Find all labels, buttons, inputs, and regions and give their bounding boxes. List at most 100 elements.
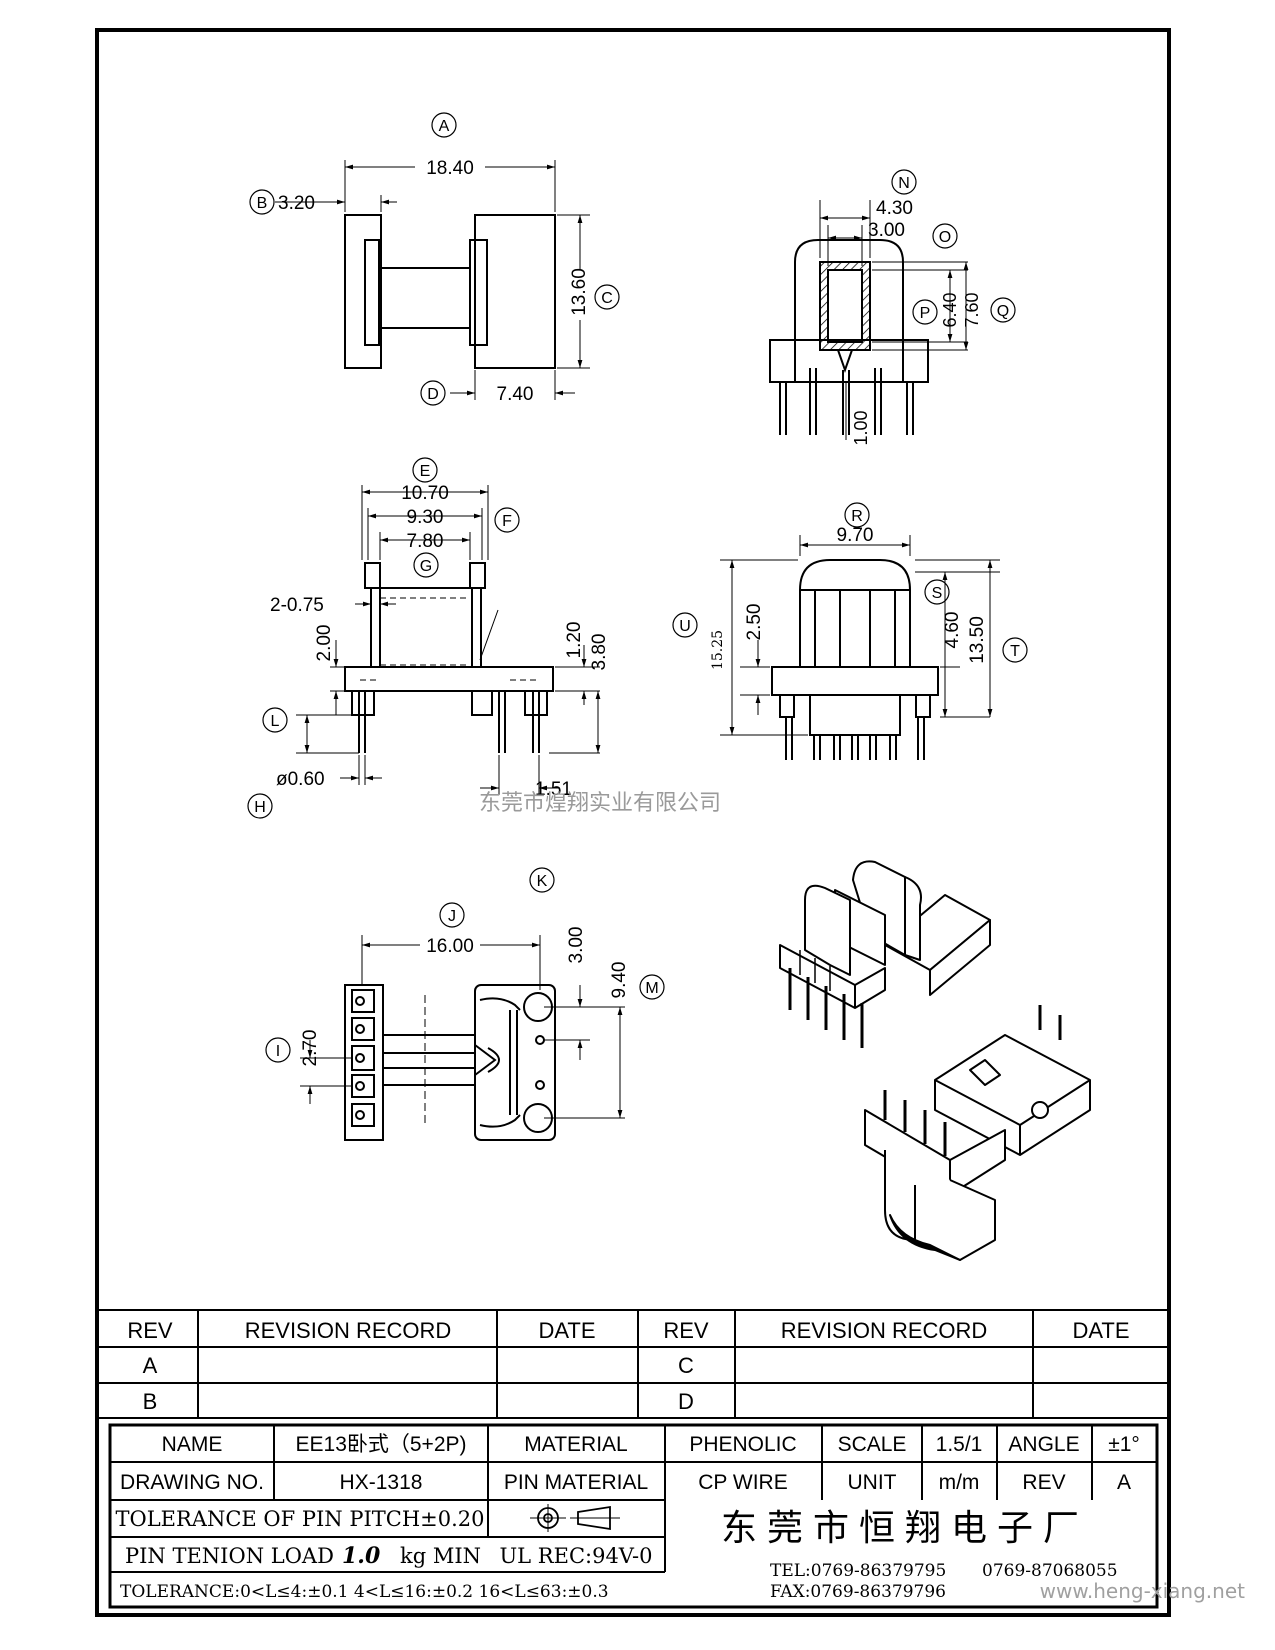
- dim-9-40: 9.40: [609, 962, 630, 999]
- label-r: R: [851, 508, 863, 525]
- view-e-labels: K J 16.00 3.00 9.40 M I 2.70: [265, 867, 665, 1067]
- unit-value: m/m: [939, 1471, 980, 1494]
- rev-header-2: REV: [663, 1318, 709, 1343]
- revision-table: REV REVISION RECORD DATE REV REVISION RE…: [97, 1309, 1169, 1419]
- rev-label: REV: [1022, 1471, 1065, 1494]
- label-q: Q: [997, 303, 1009, 320]
- dim-13-60: 13.60: [569, 268, 590, 316]
- view-c-front: [296, 485, 601, 795]
- label-u: U: [679, 618, 691, 635]
- material-label: MATERIAL: [524, 1433, 627, 1456]
- dim-7-80: 7.80: [407, 531, 444, 552]
- dim-2-0-75: 2-0.75: [270, 595, 324, 616]
- rev-value: A: [1117, 1471, 1131, 1494]
- drawing-no-label: DRAWING NO.: [120, 1471, 264, 1494]
- isometric-view-top: [779, 860, 991, 1048]
- pin-material-label: PIN MATERIAL: [504, 1471, 648, 1494]
- tolerance-pin-pitch: TOLERANCE OF PIN PITCH±0.20: [115, 1507, 484, 1531]
- pin-material-value: CP WIRE: [698, 1471, 787, 1494]
- dim-10-70: 10.70: [401, 483, 449, 504]
- dim-1-20: 1.20: [564, 622, 585, 659]
- view-a-labels: A 18.40 B 3.20 13.60 C D 7.40: [249, 112, 620, 406]
- label-o: O: [939, 229, 951, 246]
- dim-3-20: 3.20: [278, 193, 315, 214]
- dim-3-00-bottom: 3.00: [566, 927, 587, 964]
- label-m: M: [645, 980, 658, 997]
- dim-18-40: 18.40: [426, 158, 474, 179]
- pin-tension-suffix: kg MIN: [400, 1544, 481, 1568]
- rev-row-a: A: [143, 1353, 158, 1378]
- label-l: L: [271, 713, 280, 730]
- name-value: EE13卧式（5+2P): [296, 1433, 467, 1456]
- dim-2-00: 2.00: [314, 625, 335, 662]
- label-n: N: [898, 175, 910, 192]
- view-a-top: [275, 160, 590, 400]
- dim-9-30: 9.30: [407, 507, 444, 528]
- label-i: I: [276, 1043, 280, 1060]
- company-fax: FAX:0769-86379796: [770, 1582, 946, 1602]
- scale-label: SCALE: [838, 1433, 907, 1456]
- label-c: C: [601, 290, 613, 307]
- company-tel: TEL:0769-86379795: [770, 1561, 946, 1581]
- dim-1-00: 1.00: [851, 410, 871, 445]
- website-watermark: www.heng-xiang.net: [1040, 1579, 1246, 1603]
- rev-row-c: C: [678, 1353, 694, 1378]
- dim-4-60: 4.60: [942, 612, 963, 649]
- isometric-view-bottom: [864, 1005, 1091, 1261]
- label-a: A: [439, 118, 450, 135]
- dim-dia-0-60: ø0.60: [276, 769, 325, 790]
- dim-7-60: 7.60: [962, 292, 982, 327]
- rev-row-b: B: [143, 1389, 158, 1414]
- label-b: B: [257, 195, 268, 212]
- company-tel-2: 0769-87068055: [982, 1561, 1118, 1581]
- dim-2-70: 2.70: [300, 1030, 321, 1067]
- label-d: D: [427, 386, 439, 403]
- material-value: PHENOLIC: [689, 1433, 796, 1456]
- sheet-border: [95, 28, 1171, 1617]
- label-p: P: [920, 305, 931, 322]
- angle-label: ANGLE: [1008, 1433, 1079, 1456]
- dim-13-50: 13.50: [967, 616, 988, 664]
- dim-3-80: 3.80: [589, 634, 610, 671]
- rev-row-d: D: [678, 1389, 694, 1414]
- tolerance-general: TOLERANCE:0<L≤4:±0.1 4<L≤16:±0.2 16<L≤63…: [120, 1582, 609, 1602]
- company-name: 东莞市恒翔电子厂: [721, 1508, 1089, 1549]
- pin-tension-prefix: PIN TENION LOAD: [125, 1544, 334, 1568]
- label-s: S: [932, 585, 943, 602]
- label-t: T: [1010, 643, 1020, 660]
- view-b-side: [769, 200, 969, 440]
- dim-3-00: 3.00: [868, 220, 905, 241]
- dim-9-70: 9.70: [837, 525, 874, 546]
- view-b-labels: N 4.30 3.00 O P 6.40 7.60 Q 1.00: [851, 169, 1016, 446]
- revision-record-header-2: REVISION RECORD: [781, 1318, 988, 1343]
- name-label: NAME: [162, 1433, 223, 1456]
- view-d-elevation: [720, 535, 1000, 760]
- view-e-bottom: [300, 935, 625, 1141]
- label-e: E: [420, 463, 431, 480]
- label-j: J: [448, 908, 456, 925]
- rev-header-1: REV: [127, 1318, 173, 1343]
- drawing-no-value: HX-1318: [340, 1471, 423, 1494]
- view-d-labels: R 9.70 S 4.60 13.50 T U 15.25 2.50: [672, 502, 1028, 670]
- scale-value: 1.5/1: [936, 1433, 983, 1456]
- date-header-2: DATE: [1072, 1318, 1129, 1343]
- label-h: H: [254, 799, 266, 816]
- revision-record-header-1: REVISION RECORD: [245, 1318, 452, 1343]
- label-f: F: [502, 513, 512, 530]
- label-g: G: [420, 558, 432, 575]
- unit-label: UNIT: [848, 1471, 897, 1494]
- dim-15-25: 15.25: [710, 630, 726, 670]
- angle-value: ±1°: [1108, 1433, 1140, 1456]
- dim-6-40: 6.40: [940, 292, 960, 327]
- date-header-1: DATE: [538, 1318, 595, 1343]
- dim-7-40: 7.40: [497, 384, 534, 405]
- dim-16-00: 16.00: [426, 936, 474, 957]
- dim-4-30: 4.30: [876, 198, 913, 219]
- view-c-labels: E 10.70 9.30 F 7.80 G 2-0.75 2.00 1.20 3…: [247, 457, 610, 819]
- pin-tension-value: 1.0: [342, 1543, 381, 1569]
- dim-2-50: 2.50: [744, 604, 765, 641]
- projection-symbol-icon: [530, 1504, 620, 1532]
- ul-rating: UL REC:94V-0: [499, 1544, 652, 1568]
- watermark-text: 东莞市煌翔实业有限公司: [479, 791, 721, 816]
